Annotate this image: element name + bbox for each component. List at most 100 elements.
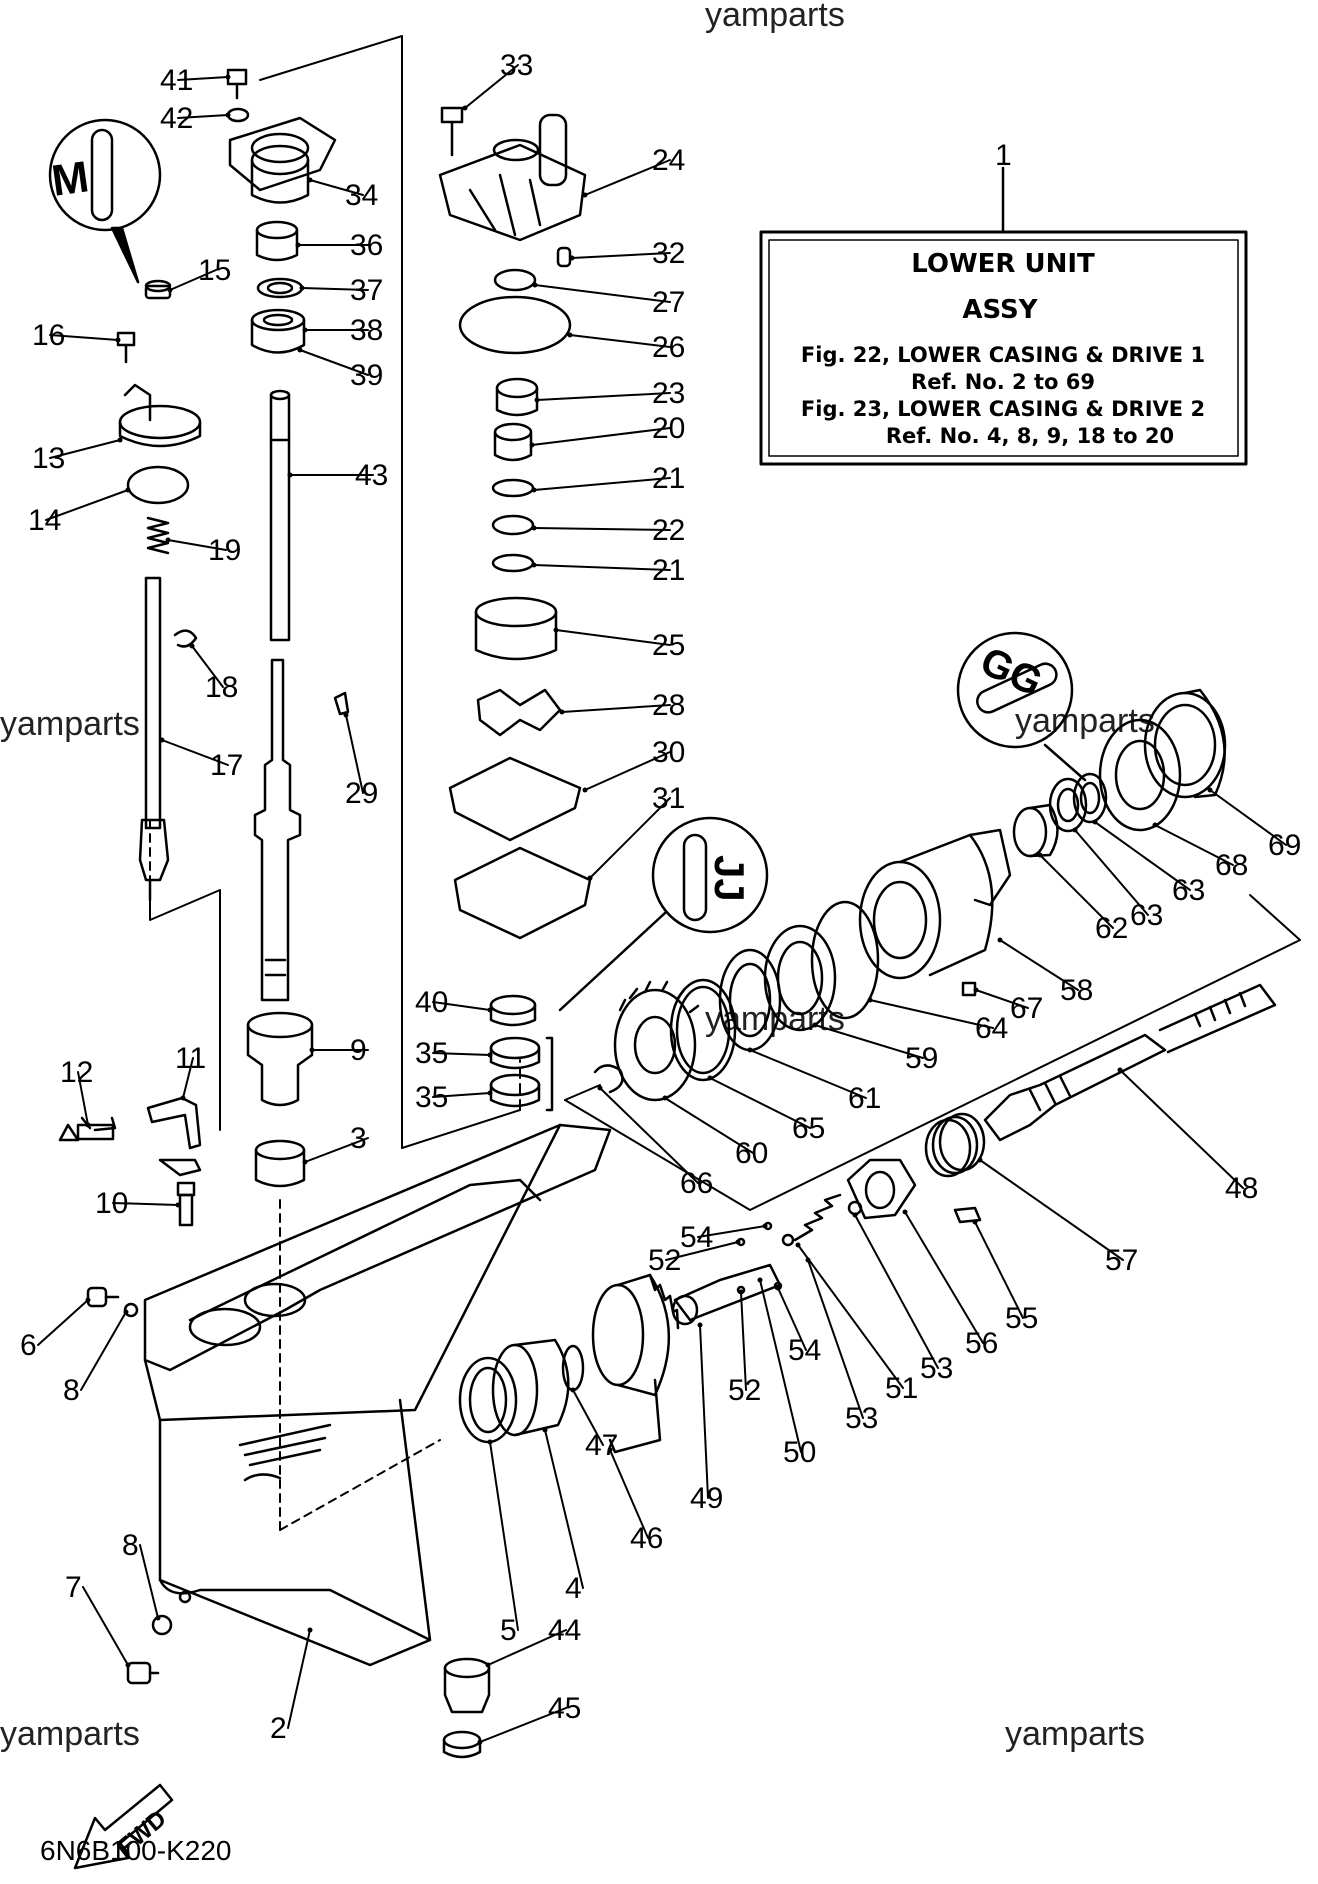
- callout-25: 25: [652, 629, 685, 662]
- callout-33: 33: [500, 49, 533, 82]
- callout-37: 37: [350, 274, 383, 307]
- callout-63a: 63: [1130, 899, 1163, 932]
- leader-tip-50: [757, 1277, 763, 1283]
- callout-66: 66: [680, 1167, 713, 1200]
- spring-53a: [793, 1193, 842, 1242]
- leader-line-22: [533, 527, 671, 531]
- leader-tip-7: [125, 1662, 131, 1668]
- leader-line-52a: [665, 1241, 739, 1261]
- plate-30: [448, 756, 582, 842]
- callout-15: 15: [198, 254, 231, 287]
- leader-tip-36: [295, 242, 301, 248]
- leader-line-56: [904, 1211, 984, 1344]
- callout-58: 58: [1060, 974, 1093, 1007]
- leader-tip-43: [287, 472, 293, 478]
- nut-45: [442, 1730, 482, 1759]
- leader-line-30: [584, 751, 671, 791]
- callout-46: 46: [630, 1522, 663, 1555]
- washer-42: [226, 107, 250, 123]
- leader-tip-14: [125, 487, 131, 493]
- leader-line-67: [975, 989, 1029, 1009]
- leader-line-18: [191, 645, 224, 688]
- callout-69: 69: [1268, 829, 1301, 862]
- watermark-bottom-left: yamparts: [0, 1715, 140, 1753]
- leader-line-63a: [1074, 829, 1149, 916]
- callout-36: 36: [350, 229, 383, 262]
- callout-24: 24: [652, 144, 685, 177]
- callout-23: 23: [652, 377, 685, 410]
- screw-7: [126, 1661, 160, 1685]
- washer-21: [491, 478, 535, 498]
- leader-line-35b: [432, 1092, 491, 1098]
- leader-tip-48: [1117, 1067, 1123, 1073]
- leader-line-52b: [740, 1291, 747, 1391]
- forward-gear-46: [591, 1273, 680, 1397]
- leader-line-20: [531, 427, 671, 446]
- insert-cartridge-25: [474, 596, 558, 661]
- leader-tip-18: [189, 643, 195, 649]
- leader-tip-10: [175, 1202, 181, 1208]
- oring-14: [126, 465, 190, 505]
- seal-38: [250, 308, 306, 354]
- leader-line-35a: [432, 1052, 491, 1056]
- callout-45: 45: [548, 1692, 581, 1725]
- callout-34: 34: [345, 179, 378, 212]
- leader-tip-3: [302, 1159, 308, 1165]
- callout-12: 12: [60, 1056, 93, 1089]
- seal-63a: [1048, 777, 1088, 833]
- callout-20: 20: [652, 412, 685, 445]
- leader-line-5: [489, 1441, 519, 1631]
- leader-tip-49: [697, 1322, 703, 1328]
- leader-tip-65: [707, 1075, 713, 1081]
- bearing-35b: [489, 1073, 541, 1108]
- leader-tip-2: [307, 1627, 313, 1633]
- bearing-housing-58: [858, 828, 1012, 980]
- callout-13: 13: [32, 442, 65, 475]
- oring-64: [810, 900, 880, 1020]
- leader-line-28: [561, 704, 671, 713]
- leader-tip-66: [597, 1085, 603, 1091]
- spring-19: [146, 516, 170, 555]
- leader-line-61: [749, 1049, 867, 1099]
- callout-65: 65: [792, 1112, 825, 1145]
- leader-line-4: [544, 1429, 584, 1589]
- plate-22: [491, 514, 535, 536]
- callout-39: 39: [350, 359, 383, 392]
- leader-line-54b: [777, 1287, 807, 1351]
- callout-14: 14: [28, 504, 61, 537]
- lower-casing-2: [143, 1123, 612, 1667]
- guide-lines: [149, 35, 1301, 1531]
- leader-tip-41: [225, 74, 231, 80]
- bearing-36: [255, 220, 299, 262]
- leader-tip-54b: [775, 1285, 781, 1291]
- callout-8b: 8: [122, 1529, 139, 1562]
- leader-tip-42: [225, 112, 231, 118]
- callout-layer: 4142343637383943332432272623202122212528…: [20, 49, 1301, 1745]
- callout-16: 16: [32, 319, 65, 352]
- leader-line-3: [304, 1137, 369, 1163]
- leader-line-68: [1154, 824, 1234, 866]
- callout-11: 11: [175, 1042, 206, 1075]
- callout-67: 67: [1010, 992, 1043, 1025]
- plunger-49: [671, 1263, 782, 1326]
- leader-tip-8b: [155, 1615, 161, 1621]
- bolt-41: [226, 68, 248, 100]
- callout-6: 6: [20, 1329, 37, 1362]
- leader-line-50: [759, 1279, 802, 1453]
- bracket-46: [608, 1378, 662, 1454]
- pin-51: [781, 1233, 795, 1247]
- leader-line-41: [177, 76, 229, 81]
- leader-tip-63b: [1092, 819, 1098, 825]
- bushing-40: [489, 994, 537, 1027]
- callout-27: 27: [652, 286, 685, 319]
- cover-13: [118, 383, 202, 448]
- leader-tip-51: [795, 1242, 801, 1248]
- leader-tip-35a: [487, 1052, 493, 1058]
- washer-8b: [151, 1614, 173, 1636]
- pinion-44: [443, 1657, 491, 1714]
- callout-61: 61: [848, 1082, 881, 1115]
- leader-tip-9: [309, 1047, 315, 1053]
- leader-tip-20: [529, 442, 535, 448]
- leader-tip-28: [559, 709, 565, 715]
- leader-line-40: [432, 1001, 491, 1011]
